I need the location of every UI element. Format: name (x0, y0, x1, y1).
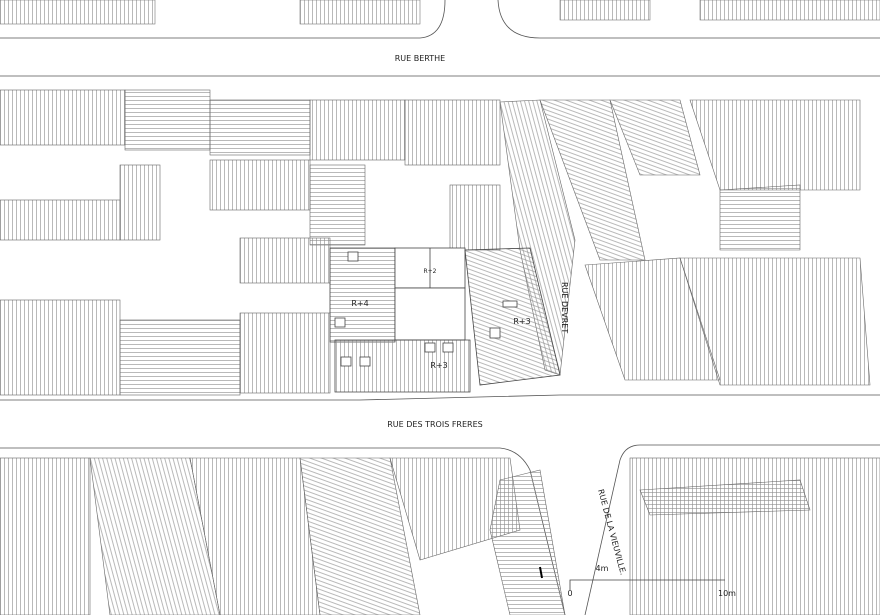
level-label-r2: R+2 (423, 268, 436, 275)
level-label-r4: R+4 (351, 299, 368, 308)
top-blocks (0, 0, 880, 25)
south-roofs (0, 457, 880, 615)
scale-label-10m: 10m (718, 589, 736, 598)
project-building (329, 247, 561, 393)
scale-label-0: 0 (567, 589, 572, 598)
street-label-rue-berthe: RUE BERTHE (395, 54, 446, 63)
level-label-r3-east: R+3 (513, 317, 530, 326)
building-roofs (0, 89, 871, 396)
scale-label-4m: 4m (596, 564, 609, 573)
street-label-rue-devret: RUE DEVRET (560, 282, 569, 333)
street-label-rue-de-la-vieuville: RUE DE LA VIEUVILLE. (596, 488, 628, 576)
street-label-rue-des-trois-freres: RUE DES TROIS FRERES (387, 420, 482, 429)
scale-bar (539, 566, 725, 590)
level-label-r3-south: R+3 (430, 361, 447, 370)
